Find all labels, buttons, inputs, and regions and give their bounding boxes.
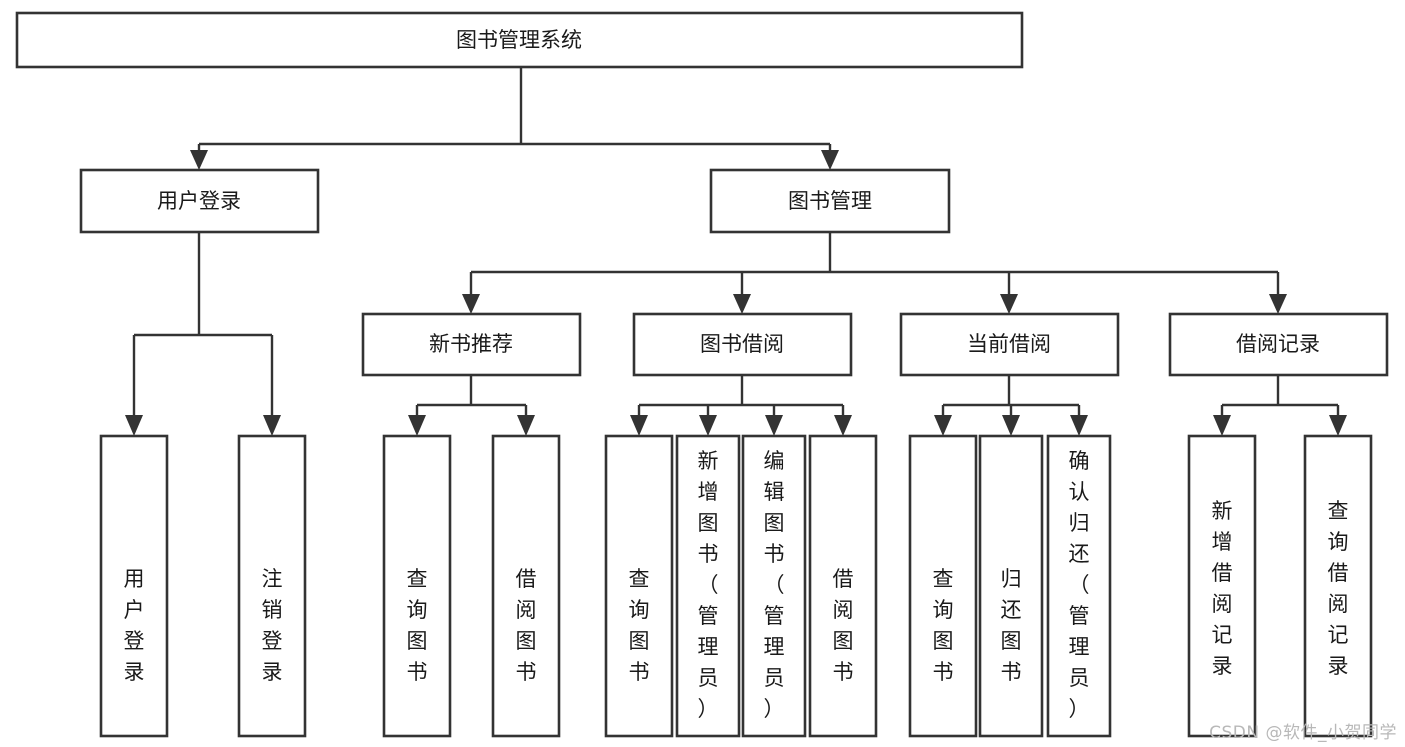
arrow-to-leaf-query3	[934, 415, 952, 436]
leaf-confirm-return-label: 确认归还（管理员）	[1069, 449, 1090, 721]
node-current-borrow[interactable]: 当前借阅	[899, 312, 1120, 377]
node-new-book-label: 新书推荐	[429, 332, 513, 356]
arrow-to-leaf-add-book	[699, 415, 717, 436]
leaf-edit-book-label: 编辑图书（管理员）	[764, 449, 785, 721]
leaf-user-login-label: 用户登录	[124, 567, 145, 684]
arrow-to-leaf-add-record	[1213, 415, 1231, 436]
node-root-label: 图书管理系统	[456, 28, 582, 52]
leaf-user-login[interactable]: 用户登录	[99, 434, 169, 738]
leaf-query-book-3-label: 查询图书	[933, 567, 954, 684]
arrow-to-leaf-query-record	[1329, 415, 1347, 436]
arrow-to-leaf-return	[1002, 415, 1020, 436]
node-new-book[interactable]: 新书推荐	[361, 312, 582, 377]
node-current-borrow-box[interactable]	[899, 312, 1120, 377]
node-borrow-box[interactable]	[632, 312, 853, 377]
leaf-add-record-label: 新增借阅记录	[1212, 499, 1233, 678]
node-book-manage-label: 图书管理	[788, 189, 872, 213]
leaf-query-record[interactable]: 查询借阅记录	[1303, 434, 1373, 738]
leaf-borrow-book-1[interactable]: 借阅图书	[491, 434, 561, 738]
leaf-add-record-box[interactable]	[1187, 434, 1257, 738]
node-borrow-label: 图书借阅	[700, 332, 784, 356]
arrow-to-leaf-logout	[263, 415, 281, 436]
node-user-login-label: 用户登录	[157, 189, 241, 213]
arrow-to-leaf-confirm-return	[1070, 415, 1088, 436]
leaf-query-book-2[interactable]: 查询图书	[604, 434, 674, 738]
leaf-query-book-3-box[interactable]	[908, 434, 978, 738]
leaf-query-record-label: 查询借阅记录	[1328, 499, 1349, 678]
leaf-borrow-book-2-label: 借阅图书	[833, 567, 854, 684]
node-borrow-record-label: 借阅记录	[1236, 332, 1320, 356]
leaf-return-book-label: 归还图书	[1001, 567, 1022, 684]
leaf-confirm-return[interactable]: 确认归还（管理员）	[1046, 434, 1112, 738]
arrow-to-leaf-borrow1	[517, 415, 535, 436]
node-borrow-record[interactable]: 借阅记录	[1168, 312, 1389, 377]
arrow-to-book-manage	[821, 150, 839, 170]
node-new-book-box[interactable]	[361, 312, 582, 377]
arrow-to-borrow	[733, 294, 751, 314]
leaf-edit-book-box[interactable]	[741, 434, 807, 738]
leaf-query-record-box[interactable]	[1303, 434, 1373, 738]
leaf-query-book-1-label: 查询图书	[407, 567, 428, 684]
leaf-add-book[interactable]: 新增图书（管理员）	[675, 434, 741, 738]
arrow-to-leaf-query1	[408, 415, 426, 436]
leaf-add-book-box[interactable]	[675, 434, 741, 738]
leaf-add-book-label: 新增图书（管理员）	[698, 449, 719, 721]
arrow-to-current	[1000, 294, 1018, 314]
leaf-edit-book[interactable]: 编辑图书（管理员）	[741, 434, 807, 738]
leaf-add-record[interactable]: 新增借阅记录	[1187, 434, 1257, 738]
leaf-return-book[interactable]: 归还图书	[978, 434, 1044, 738]
arrow-to-leaf-borrow2	[834, 415, 852, 436]
connector-layer	[125, 67, 1347, 436]
arrow-to-leaf-query2	[630, 415, 648, 436]
node-user-login-box[interactable]	[79, 168, 320, 234]
leaf-query-book-3[interactable]: 查询图书	[908, 434, 978, 738]
node-current-borrow-label: 当前借阅	[967, 332, 1051, 356]
arrow-to-record	[1269, 294, 1287, 314]
node-root[interactable]: 图书管理系统	[15, 11, 1024, 69]
node-book-manage-box[interactable]	[709, 168, 951, 234]
node-root-box[interactable]	[15, 11, 1024, 69]
arrow-to-leaf-user-login	[125, 415, 143, 436]
leaf-user-login-box[interactable]	[99, 434, 169, 738]
leaf-borrow-book-2-box[interactable]	[808, 434, 878, 738]
leaf-logout-box[interactable]	[237, 434, 307, 738]
leaf-query-book-1[interactable]: 查询图书	[382, 434, 452, 738]
node-book-manage[interactable]: 图书管理	[709, 168, 951, 234]
node-borrow[interactable]: 图书借阅	[632, 312, 853, 377]
leaf-logout-label: 注销登录	[262, 567, 283, 684]
leaf-borrow-book-1-box[interactable]	[491, 434, 561, 738]
node-borrow-record-box[interactable]	[1168, 312, 1389, 377]
arrow-to-new-book	[462, 294, 480, 314]
arrow-to-leaf-edit-book	[765, 415, 783, 436]
leaf-query-book-2-box[interactable]	[604, 434, 674, 738]
leaf-borrow-book-2[interactable]: 借阅图书	[808, 434, 878, 738]
leaf-logout[interactable]: 注销登录	[237, 434, 307, 738]
leaf-borrow-book-1-label: 借阅图书	[516, 567, 537, 684]
arrow-to-user-login	[190, 150, 208, 170]
leaf-return-book-box[interactable]	[978, 434, 1044, 738]
leaf-query-book-1-box[interactable]	[382, 434, 452, 738]
leaf-query-book-2-label: 查询图书	[629, 567, 650, 684]
node-user-login[interactable]: 用户登录	[79, 168, 320, 234]
leaf-confirm-return-box[interactable]	[1046, 434, 1112, 738]
